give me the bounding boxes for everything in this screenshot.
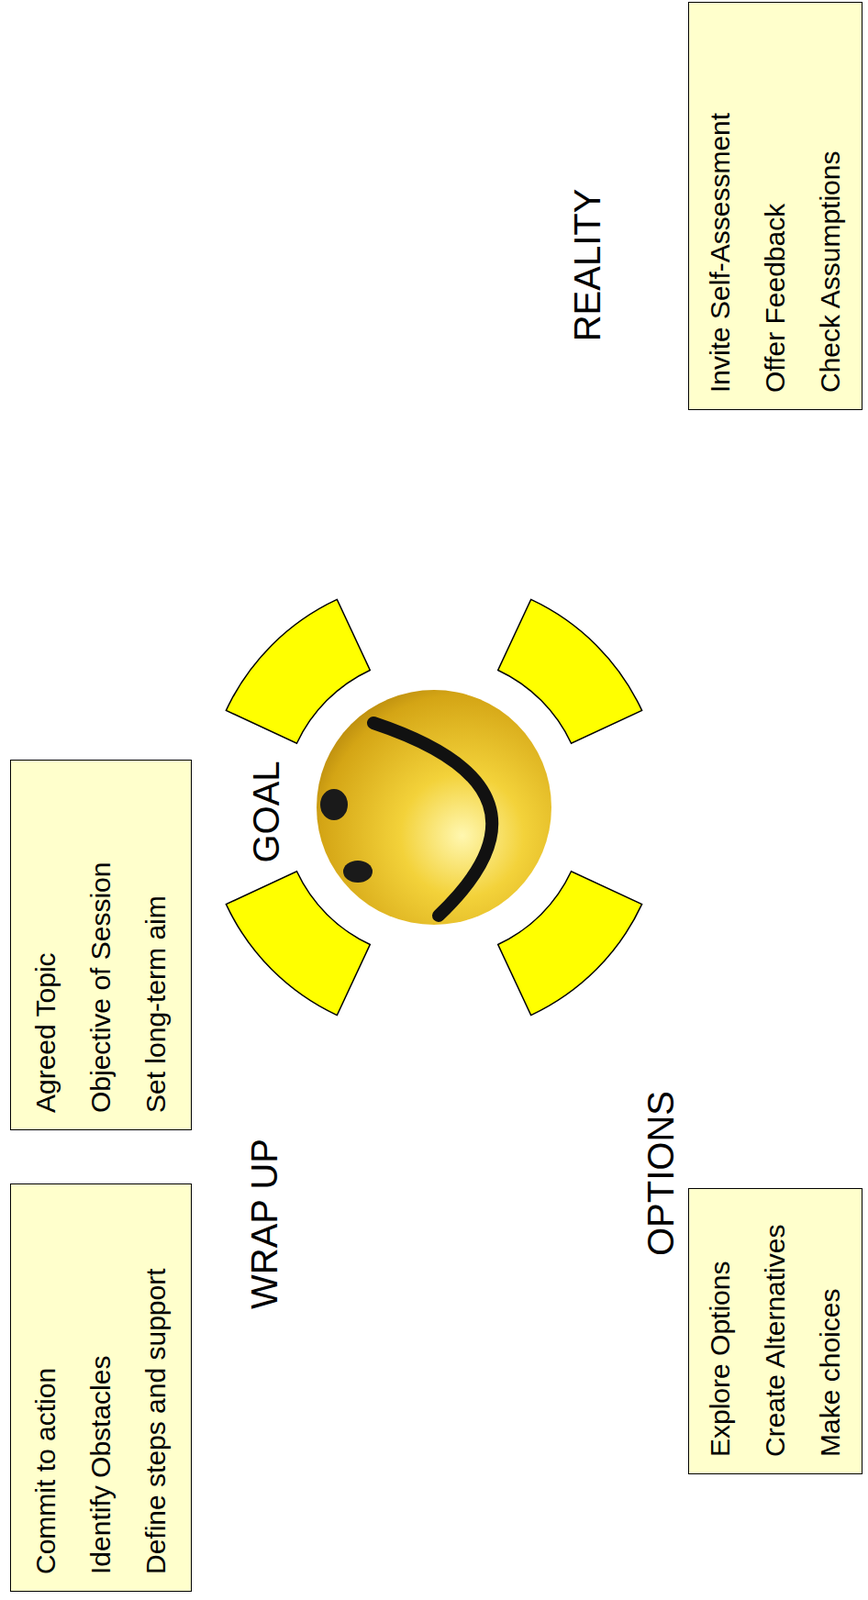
ring-arc xyxy=(498,599,643,744)
step-box: Explore OptionsCreate AlternativesMake c… xyxy=(688,1188,863,1475)
step-item: Set long-term aim xyxy=(128,777,184,1113)
smiley-ball xyxy=(316,689,552,925)
ring-arcs xyxy=(225,599,642,1015)
phase-label: WRAP UP xyxy=(244,1138,286,1310)
box-content: Agreed TopicObjective of SessionSet long… xyxy=(11,760,191,1130)
phase-name: REALITY xyxy=(567,189,608,343)
step-box: Commit to actionIdentify ObstaclesDefine… xyxy=(10,1183,192,1592)
smile xyxy=(373,723,492,916)
step-item: Create Alternatives xyxy=(747,1205,803,1458)
step-item: Objective of Session xyxy=(73,777,129,1113)
step-box: Agreed TopicObjective of SessionSet long… xyxy=(10,759,192,1131)
phase-name: GOAL xyxy=(245,760,287,863)
step-item: Offer Feedback xyxy=(747,19,803,393)
ring-arc xyxy=(225,599,370,744)
ball xyxy=(316,689,552,925)
step-item: Identify Obstacles xyxy=(73,1201,129,1575)
phase-name: OPTIONS xyxy=(640,1090,681,1257)
step-item: Invite Self-Assessment xyxy=(692,19,748,393)
ring-arc xyxy=(225,871,370,1016)
phase-label: OPTIONS xyxy=(640,1090,682,1257)
step-item: Commit to action xyxy=(18,1201,74,1575)
step-item: Define steps and support xyxy=(128,1201,184,1575)
phase-label: GOAL xyxy=(245,760,288,863)
eye xyxy=(343,860,373,883)
step-box: Invite Self-AssessmentOffer FeedbackChec… xyxy=(688,1,863,411)
box-content: Invite Self-AssessmentOffer FeedbackChec… xyxy=(689,2,862,410)
phase-label: REALITY xyxy=(567,189,609,343)
ring-arc xyxy=(498,871,643,1016)
box-content: Commit to actionIdentify ObstaclesDefine… xyxy=(11,1184,191,1592)
phase-name: WRAP UP xyxy=(244,1138,285,1310)
eye xyxy=(320,789,348,821)
step-item: Check Assumptions xyxy=(802,19,858,393)
box-content: Explore OptionsCreate AlternativesMake c… xyxy=(689,1189,862,1474)
step-item: Agreed Topic xyxy=(18,777,74,1113)
step-item: Make choices xyxy=(802,1205,858,1458)
step-item: Explore Options xyxy=(692,1205,748,1458)
